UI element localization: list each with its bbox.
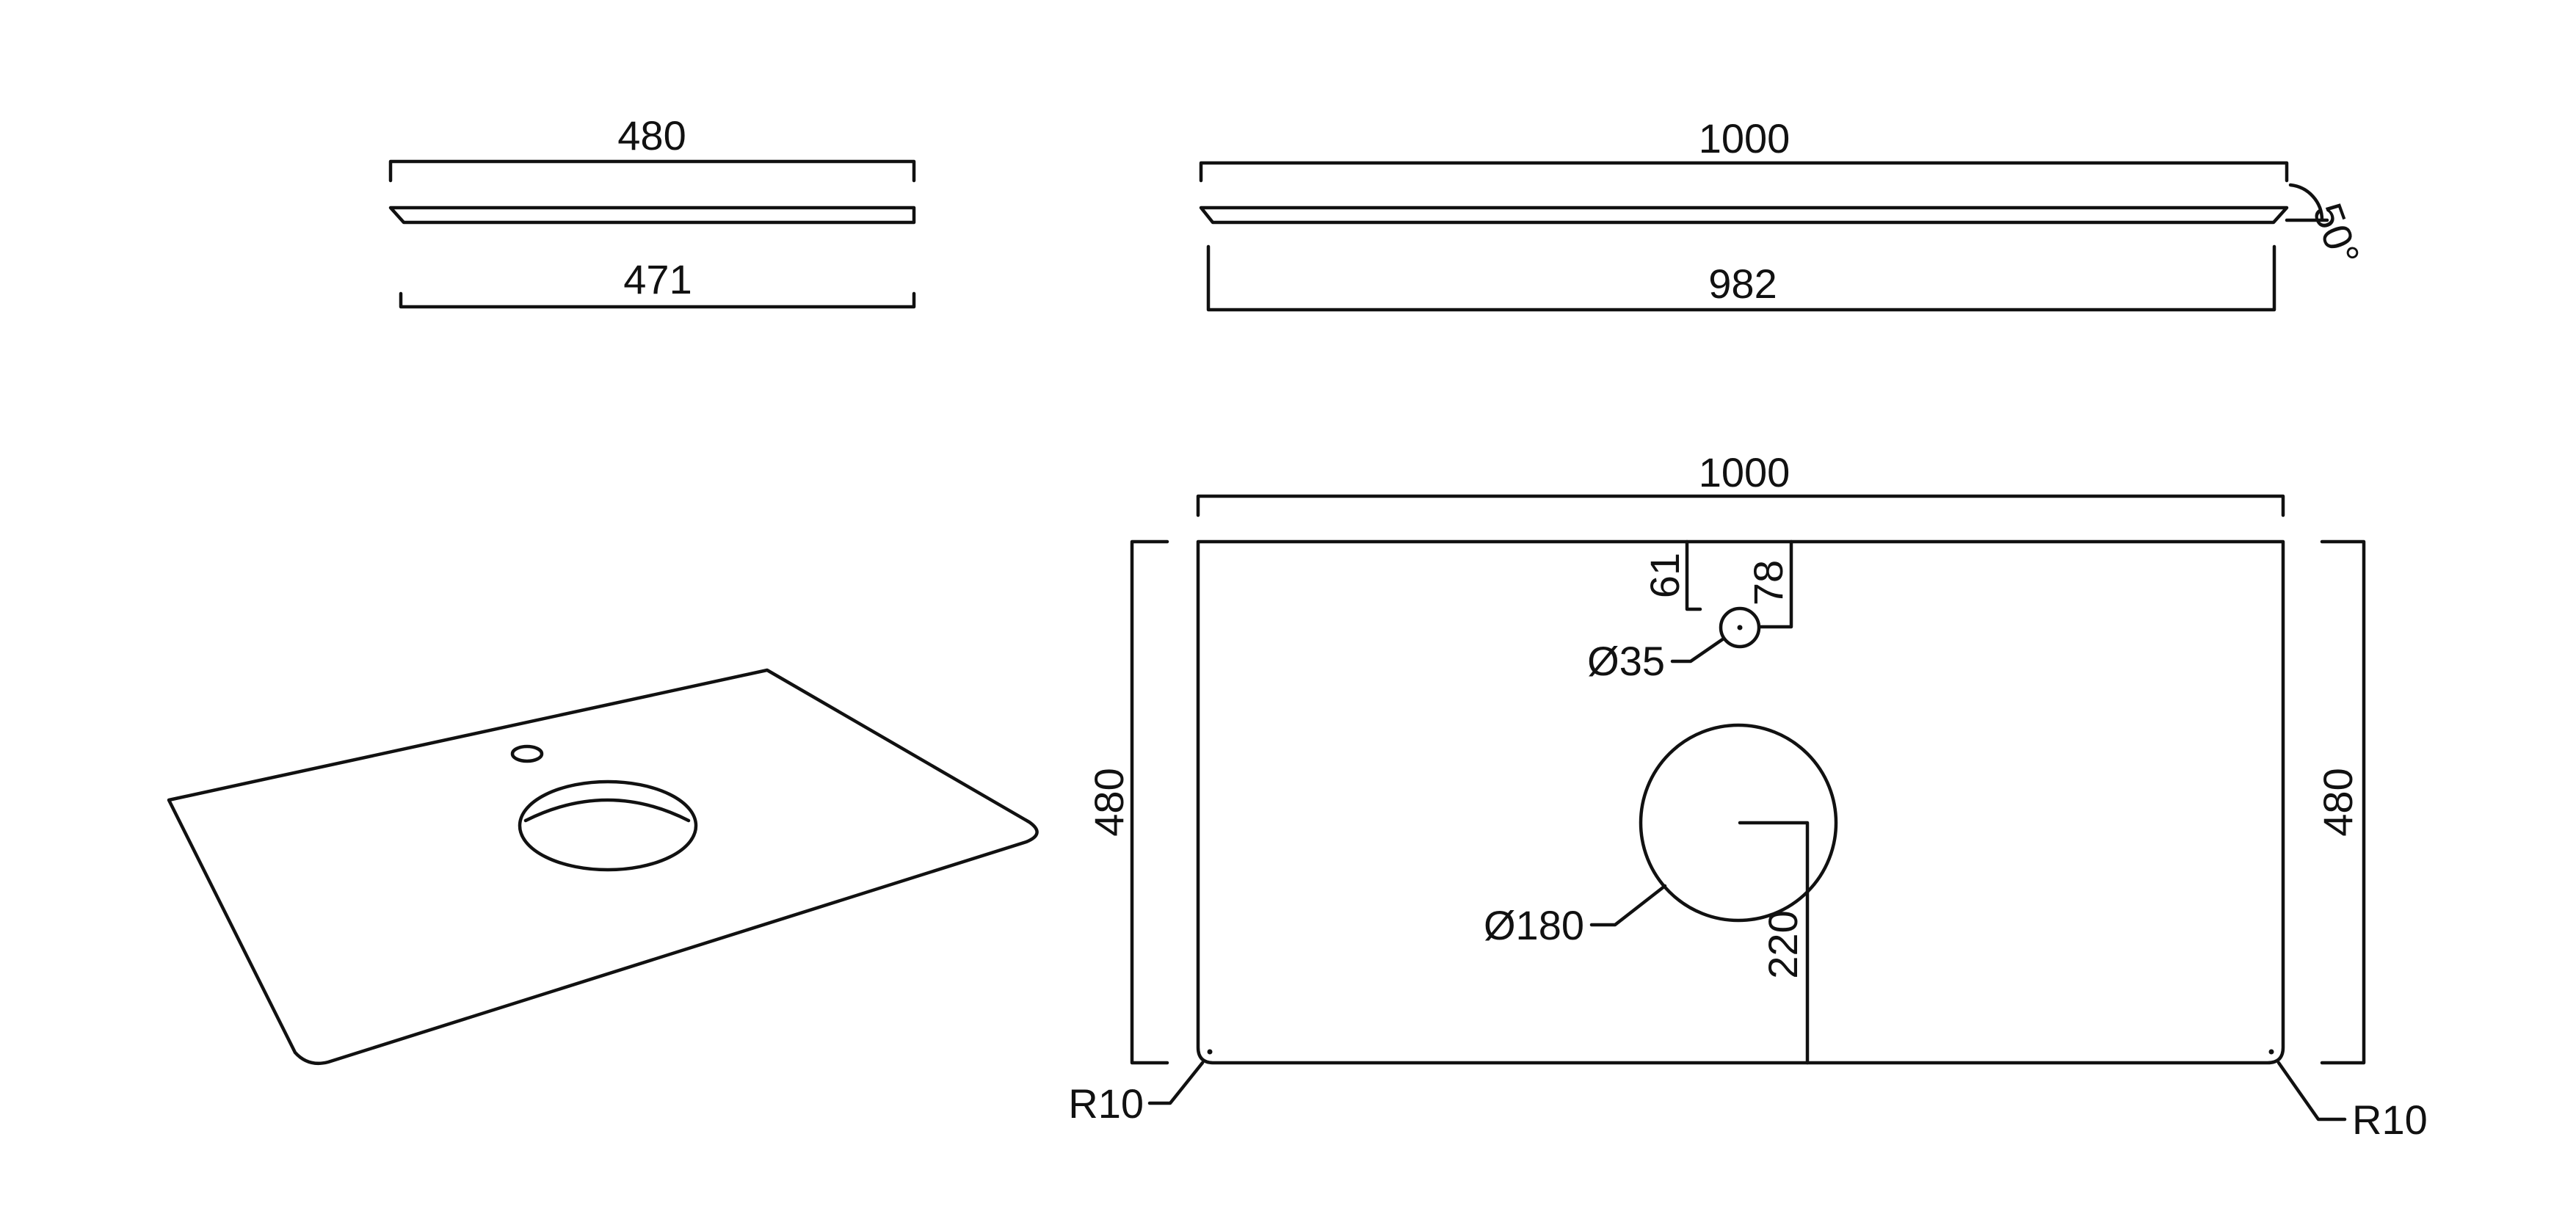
tap-hole-circle: [1719, 606, 1761, 649]
label-basin-dia: Ø180: [1484, 902, 1584, 948]
dim-bracket-471: [399, 291, 916, 309]
angle-marker: [2285, 183, 2329, 222]
dim-label-480-right: 480: [2315, 768, 2361, 836]
basin-hole-perspective-outer: [518, 779, 698, 872]
label-radius-left: R10: [1068, 1080, 1144, 1127]
dim-bracket-480-left: [1130, 539, 1169, 1065]
basin-hole-perspective-inner: [523, 798, 691, 823]
dim-label-480-left: 480: [1086, 768, 1132, 836]
basin-hole-circle: [1639, 723, 1838, 923]
dim-label-471: 471: [623, 256, 692, 302]
dim-line-61: [1685, 539, 1702, 611]
dim-bracket-982: [1206, 244, 2276, 312]
side-view-small: 480 471: [388, 112, 916, 309]
angle-label: 50°: [2304, 197, 2369, 272]
dim-bracket-1000-side: [1199, 161, 2289, 183]
dim-label-1000-side: 1000: [1699, 115, 1790, 161]
leader-radius-right: [2276, 1061, 2347, 1122]
leader-tap-hole: [1670, 636, 1726, 664]
side-view-large: 1000 50° 982: [1199, 115, 2369, 312]
leader-basin-hole: [1589, 884, 1667, 927]
tap-hole-center-dot: [1737, 625, 1743, 630]
dim-label-61: 61: [1641, 553, 1688, 598]
dim-line-78: [1758, 539, 1793, 629]
dim-bracket-480-right: [2320, 539, 2366, 1065]
countertop-perspective-outline: [167, 668, 1039, 1066]
top-view: 1000 480 480 61 78 Ø35 220 Ø180 R10 R10: [1068, 449, 2427, 1143]
corner-dot-right: [2268, 1049, 2274, 1055]
dim-line-220: [1738, 821, 1810, 1065]
dim-bracket-1000-top: [1196, 494, 2285, 517]
dim-label-480-top: 480: [617, 112, 686, 159]
tap-hole-perspective: [510, 744, 544, 763]
slab-profile-small: [388, 206, 916, 225]
dim-bracket-480: [388, 159, 916, 183]
perspective-view: [167, 668, 1039, 1066]
corner-dot-left: [1207, 1049, 1213, 1055]
dim-label-78: 78: [1745, 560, 1791, 606]
countertop-top-outline: [1196, 539, 2285, 1065]
slab-profile-large: [1199, 206, 2289, 225]
leader-radius-left: [1147, 1061, 1205, 1105]
dim-label-1000-top: 1000: [1699, 449, 1790, 495]
label-tap-hole-dia: Ø35: [1587, 638, 1665, 684]
label-radius-right: R10: [2352, 1097, 2428, 1143]
dim-label-982: 982: [1708, 261, 1777, 307]
dim-label-220: 220: [1760, 910, 1806, 978]
